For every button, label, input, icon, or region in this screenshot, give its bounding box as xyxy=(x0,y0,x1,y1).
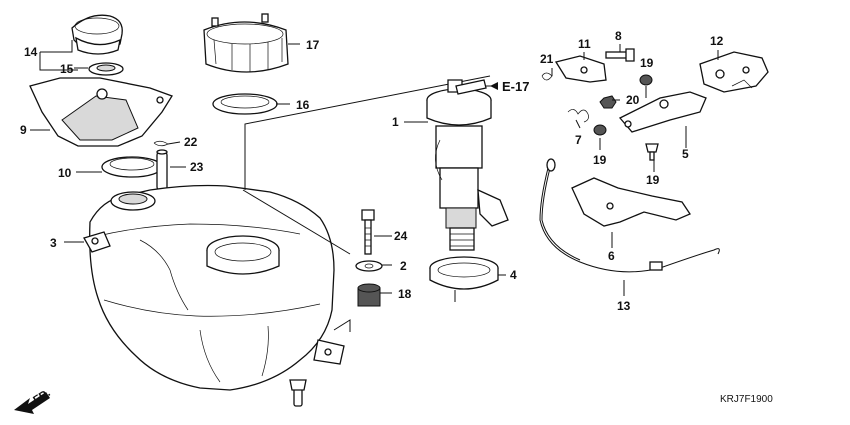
reference-label: E-17 xyxy=(502,79,529,94)
callout-7: 7 xyxy=(575,133,582,147)
clip-21 xyxy=(541,72,553,81)
callout-2: 2 xyxy=(400,259,407,273)
cable-13 xyxy=(539,158,720,273)
bracket-6 xyxy=(571,177,691,227)
bolt-8 xyxy=(605,48,635,62)
lock-12 xyxy=(699,51,769,93)
breather-tube xyxy=(156,149,168,191)
callout-10: 10 xyxy=(58,166,72,180)
callout-11: 11 xyxy=(578,37,591,51)
callout-12: 12 xyxy=(710,34,724,48)
cap-gasket xyxy=(88,62,124,76)
reference-arrow xyxy=(486,82,498,90)
pump-seal xyxy=(212,93,278,115)
callout-24: 24 xyxy=(394,229,408,243)
callout-16: 16 xyxy=(296,98,310,112)
bracket-11 xyxy=(554,55,607,83)
callout-15: 15 xyxy=(60,62,74,76)
front-direction-arrow xyxy=(14,392,50,414)
fuel-cap xyxy=(71,14,123,55)
callout-20: 20 xyxy=(626,93,640,107)
callout-23: 23 xyxy=(190,160,204,174)
washer xyxy=(355,260,383,272)
callout-1: 1 xyxy=(392,115,399,129)
callout-18: 18 xyxy=(398,287,412,301)
callout-14: 14 xyxy=(24,45,38,59)
spring-7 xyxy=(567,109,589,123)
collar-19c xyxy=(645,143,659,161)
callout-3: 3 xyxy=(50,236,57,250)
nut-20 xyxy=(599,95,617,109)
tube-clip xyxy=(153,140,169,147)
collar-19b xyxy=(593,124,607,136)
collar-19a xyxy=(639,74,653,86)
diagram-code: KRJ7F1900 xyxy=(720,394,773,405)
callout-9: 9 xyxy=(20,123,27,137)
callout-6: 6 xyxy=(608,249,615,263)
callout-8: 8 xyxy=(615,29,622,43)
inner-cover xyxy=(29,77,173,147)
fuel-pump xyxy=(426,79,509,251)
rubber-mount xyxy=(357,283,381,307)
callout-21: 21 xyxy=(540,52,554,66)
callout-19b: 19 xyxy=(593,153,607,167)
filler-ring xyxy=(101,156,163,178)
lock-ring xyxy=(203,13,289,73)
mount-bolt xyxy=(361,209,375,255)
callout-19a: 19 xyxy=(640,56,654,70)
callout-4: 4 xyxy=(510,268,517,282)
callout-22: 22 xyxy=(184,135,198,149)
leader-lines xyxy=(30,40,719,296)
fuel-tank xyxy=(83,184,345,407)
callout-13: 13 xyxy=(617,299,631,313)
callout-19c: 19 xyxy=(646,173,660,187)
callout-17: 17 xyxy=(306,38,320,52)
lever-5 xyxy=(618,91,707,133)
pump-ring xyxy=(429,256,499,290)
callout-5: 5 xyxy=(682,147,689,161)
